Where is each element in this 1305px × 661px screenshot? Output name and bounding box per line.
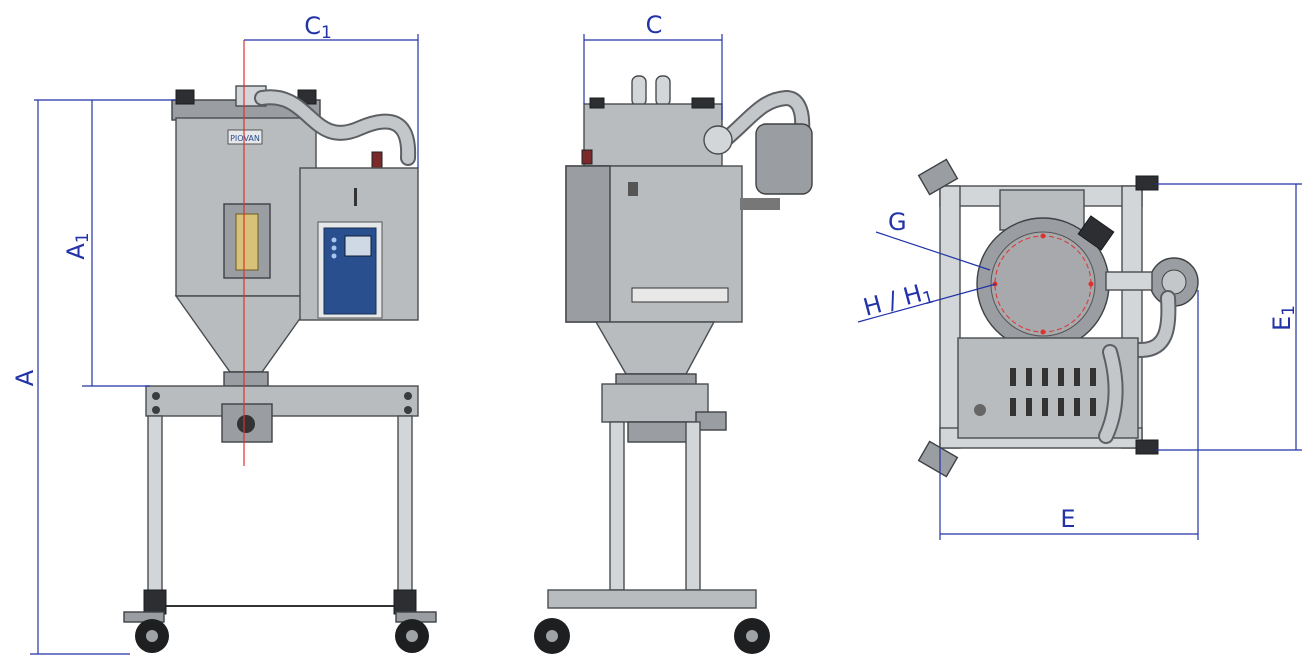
side-view: C [534, 11, 813, 654]
dimension-label-c1: C1 [304, 12, 332, 43]
dimension-label-c: C [646, 11, 663, 39]
sight-glass [235, 213, 259, 271]
front-view: PIOVAN [11, 12, 437, 655]
dimension-label-a1: A1 [62, 232, 93, 259]
side-hopper-top [583, 103, 723, 167]
base-crossbar [145, 385, 419, 417]
hopper-cone [174, 295, 318, 373]
dimension-label-a: A [11, 369, 39, 386]
logo-plate [227, 129, 263, 145]
leg-left [147, 415, 163, 593]
status-light [371, 151, 383, 169]
side-hopper-cone [594, 321, 716, 375]
dimension-label-g: G [888, 208, 907, 236]
control-display [344, 235, 372, 257]
dimension-label-h-h1: H / H1 [860, 277, 936, 325]
side-blower [755, 123, 813, 195]
side-base-block [601, 383, 709, 423]
brand-logo-text: PIOVAN [230, 134, 260, 143]
top-vent-slots [1010, 368, 1096, 416]
dimension-label-e: E [1060, 505, 1075, 533]
leg-right [397, 415, 413, 593]
dimension-label-e1: E1 [1268, 305, 1299, 331]
side-vent-slots [631, 287, 729, 303]
top-view: E E1 G H / H1 [857, 158, 1302, 540]
side-base-frame [547, 589, 757, 609]
